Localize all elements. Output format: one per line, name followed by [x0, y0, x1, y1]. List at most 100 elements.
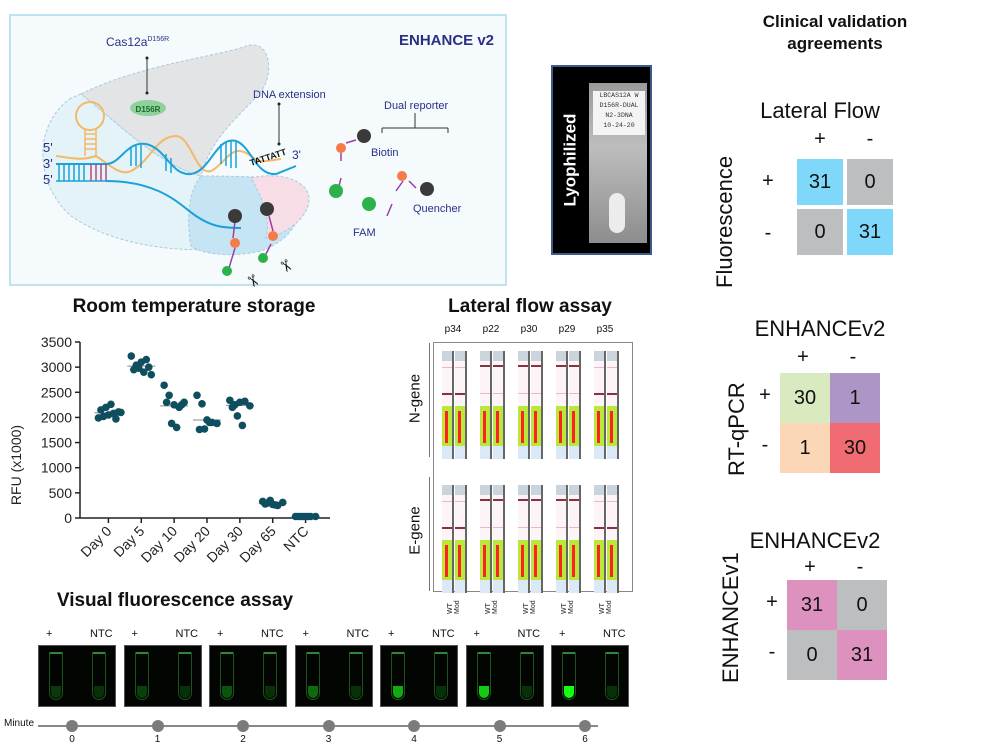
x-tick-label: NTC	[280, 523, 312, 555]
fluorescence-tube-photo	[465, 645, 544, 707]
timeline-dot	[493, 720, 506, 732]
timeline-dot	[408, 720, 420, 732]
data-point	[198, 400, 206, 408]
strip-cap	[569, 485, 579, 495]
flow-arrow-icon	[597, 411, 600, 443]
strip-cap	[594, 351, 604, 361]
lfa-strip	[531, 485, 543, 593]
tube-label: LBCAS12A W D156R-DUAL N2-3DNA 10-24-20	[593, 91, 645, 135]
reporters-free	[329, 129, 434, 217]
diagram-title: ENHANCE v2	[399, 32, 494, 49]
positive-label: +	[302, 628, 309, 640]
data-point	[228, 403, 237, 412]
lfa-strip	[442, 485, 454, 593]
strip-cap	[556, 351, 566, 361]
lfa-strip	[556, 351, 568, 459]
matrix-row-sign: +	[759, 384, 771, 406]
lfa-strip	[518, 351, 530, 459]
matrix-col-title: ENHANCEv2	[749, 528, 881, 553]
fluorescent-signal	[179, 686, 190, 698]
lyophilized-label-wrap: Lyophilized	[553, 67, 587, 253]
strip-cap	[518, 485, 528, 495]
fam-icon	[362, 197, 376, 211]
extension-end: 3'	[292, 148, 301, 162]
n-gene-label: N-gene	[406, 373, 424, 424]
matrix-cell-nn: 31	[837, 630, 887, 680]
strip-cap	[480, 485, 490, 495]
scissors-icon: ✂	[242, 272, 263, 289]
protein-rec-lobe	[80, 44, 270, 177]
timeline-dot	[66, 720, 78, 732]
lfa-strip	[531, 351, 543, 459]
fam-icon	[258, 253, 268, 263]
positive-tube	[49, 652, 63, 700]
data-point	[112, 415, 120, 423]
lfa-strip	[493, 485, 505, 593]
ntc-label: NTC	[90, 628, 113, 640]
wt-label: WT	[523, 603, 530, 614]
y-tick-label: 3000	[41, 359, 72, 375]
strip-cap	[556, 485, 566, 495]
lfa-strips-panel	[433, 342, 633, 593]
data-point	[238, 421, 247, 430]
timeline-dot	[579, 720, 591, 732]
flow-arrow-icon	[458, 411, 461, 443]
fluorescent-signal	[350, 686, 361, 698]
data-point	[200, 425, 209, 433]
ntc-label: NTC	[346, 628, 370, 640]
matrix-col-sign: -	[849, 346, 857, 368]
positive-tube	[305, 652, 320, 700]
strip-cap	[493, 485, 503, 495]
fluorescence-tube-photo	[123, 645, 202, 707]
agreement-matrix-enhancev1: ENHANCEv2 + - + - 31 0 0 31 ENHANCEv1	[710, 528, 930, 728]
flow-arrow-icon	[559, 545, 562, 577]
fluorescent-signal	[564, 686, 574, 698]
tube-label-line: N2-3DNA	[605, 112, 633, 119]
data-point	[107, 400, 115, 409]
biotin-label: Biotin	[371, 147, 399, 159]
lfa-strip	[455, 485, 467, 593]
quencher-icon	[260, 202, 274, 216]
flow-arrow-icon	[559, 411, 562, 443]
e-gene-bracket	[429, 477, 430, 591]
x-tick-label: Day 0	[77, 523, 114, 560]
enhance-v2-diagram: 5' 3' 5' ENHANCE v2 Cas12aD156R D156R DN…	[9, 14, 507, 289]
fluorescence-tube-photo	[380, 645, 458, 707]
wt-label: WT	[599, 603, 606, 614]
lyophilized-label: Lyophilized	[560, 113, 579, 207]
positive-label: +	[217, 628, 224, 640]
y-tick-label: 0	[64, 510, 72, 526]
matrix-cell-pp: 31	[787, 580, 837, 630]
matrix-row-sign: +	[766, 591, 778, 613]
data-point	[246, 402, 254, 410]
strip-cap	[442, 485, 452, 495]
fluorescence-tube-photo	[294, 645, 373, 707]
minute-label: 6	[582, 734, 588, 745]
mod-label: Mod	[454, 600, 461, 614]
wt-label: WT	[485, 603, 492, 614]
e-gene-label: E-gene	[406, 506, 424, 555]
matrix-cell-pn: 0	[837, 580, 887, 630]
patient-id-label: p34	[444, 324, 462, 335]
y-tick-label: 1500	[41, 435, 72, 451]
lfa-strip	[455, 351, 467, 459]
ntc-tube	[605, 652, 619, 700]
lfa-strip	[518, 485, 530, 593]
tube-image: LBCAS12A W D156R-DUAL N2-3DNA 10-24-20	[589, 83, 647, 243]
mutation-badge	[130, 100, 166, 116]
matrix-row-sign: -	[768, 641, 776, 663]
matrix-col-sign: -	[856, 556, 864, 578]
data-point	[278, 498, 287, 507]
strip-cap	[493, 351, 503, 361]
strip-cap	[531, 351, 541, 361]
matrix-cell-pn: 1	[830, 373, 880, 423]
fluorescent-signal	[436, 686, 446, 698]
clinical-title: Clinical validation agreements	[735, 11, 935, 55]
y-axis-label: RFU (x1000)	[8, 425, 24, 505]
data-point	[271, 501, 280, 509]
